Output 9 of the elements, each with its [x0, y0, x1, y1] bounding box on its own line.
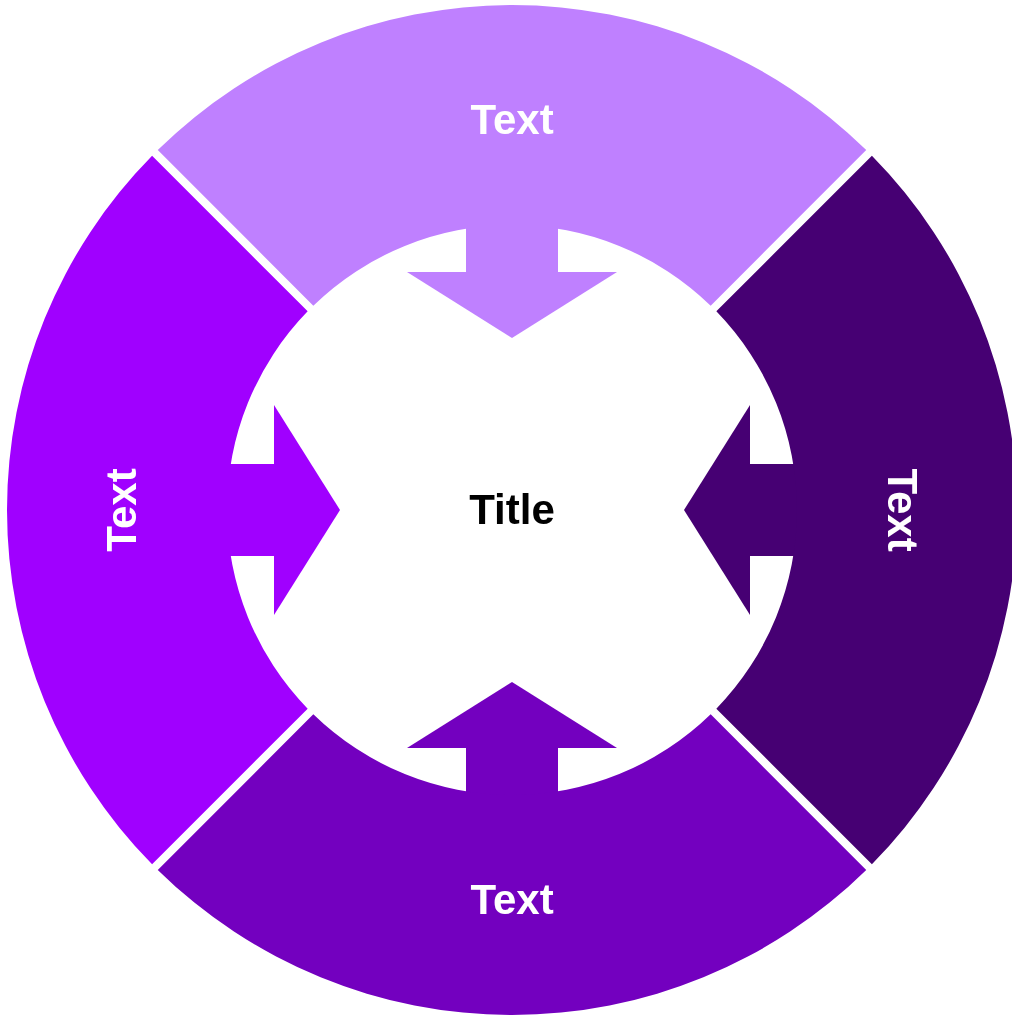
- segment-label: Text: [881, 468, 923, 552]
- arrow: [684, 405, 800, 615]
- title-text: Title: [469, 489, 555, 531]
- segment-label: Text: [101, 468, 143, 552]
- arrow: [407, 222, 617, 338]
- segment-label: Text: [470, 879, 554, 921]
- arrow: [407, 682, 617, 798]
- segment-label: Text: [470, 99, 554, 141]
- arrow: [224, 405, 340, 615]
